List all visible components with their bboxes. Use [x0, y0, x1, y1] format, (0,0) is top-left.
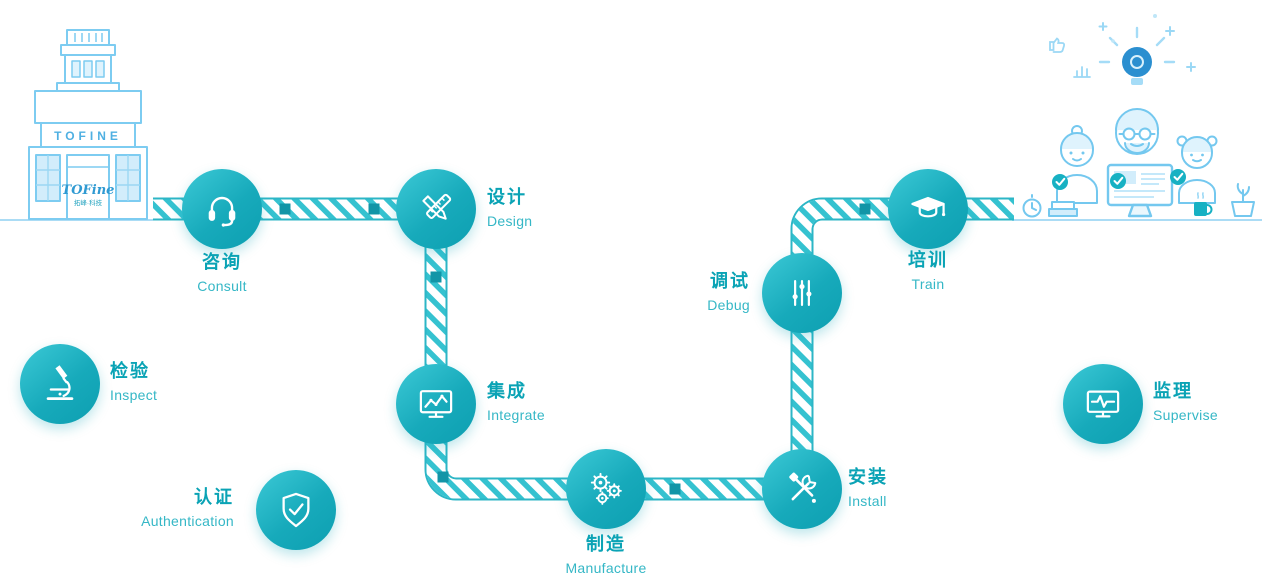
step-supervise-zh: 监理 — [1153, 381, 1193, 401]
graduation-cap-icon — [911, 196, 946, 218]
step-integrate-zh: 集成 — [487, 381, 527, 401]
step-integrate-en: Integrate — [487, 407, 545, 423]
step-train-labels: 培训 Train — [858, 251, 998, 291]
shield-check-icon — [282, 492, 310, 528]
microscope-icon — [46, 365, 74, 401]
step-manufacture-zh: 制造 — [586, 534, 626, 554]
step-design-zh: 设计 — [487, 187, 527, 207]
step-authentication-zh: 认证 — [194, 487, 234, 507]
step-manufacture-en: Manufacture — [565, 560, 647, 576]
step-supervise-labels: 监理 Supervise — [1153, 382, 1218, 422]
step-supervise-circle — [1063, 364, 1143, 444]
step-train-circle — [888, 169, 968, 249]
sliders-icon — [792, 279, 812, 307]
step-design-labels: 设计 Design — [487, 188, 532, 228]
step-inspect-zh: 检验 — [110, 361, 150, 381]
desk-monitor-illustration — [1106, 163, 1174, 218]
step-consult-en: Consult — [197, 278, 247, 294]
step-design-en: Design — [487, 213, 533, 229]
check-badges — [1052, 169, 1186, 190]
gears-icon — [590, 472, 622, 505]
company-building-illustration: TOFINE TOFine 拓峰·科技 — [28, 29, 148, 220]
step-consult-labels: 咨询 Consult — [152, 253, 292, 293]
building-sign-text: TOFINE — [54, 129, 122, 143]
step-consult-circle — [182, 169, 262, 249]
step-integrate-circle — [396, 364, 476, 444]
step-install-circle — [762, 449, 842, 529]
idea-bulb-icon — [1098, 26, 1176, 85]
sparkle-icons — [1049, 14, 1196, 78]
pencil-ruler-icon — [422, 193, 452, 220]
step-train-zh: 培训 — [908, 250, 948, 270]
building-door-logo: TOFine — [62, 183, 115, 198]
step-integrate-labels: 集成 Integrate — [487, 382, 545, 422]
monitor-chart-icon — [419, 390, 453, 418]
step-manufacture-circle — [566, 449, 646, 529]
step-install-zh: 安装 — [848, 467, 888, 487]
step-debug-circle — [762, 253, 842, 333]
step-authentication-en: Authentication — [141, 513, 234, 529]
step-design-circle — [396, 169, 476, 249]
building-door-logo-sub: 拓峰·科技 — [74, 198, 103, 207]
tools-icon — [789, 472, 817, 503]
step-consult-zh: 咨询 — [202, 252, 242, 272]
step-inspect-labels: 检验 Inspect — [110, 362, 157, 402]
step-authentication-circle — [256, 470, 336, 550]
step-install-en: Install — [848, 493, 887, 509]
step-supervise-en: Supervise — [1153, 407, 1218, 423]
headset-icon — [208, 196, 236, 227]
step-manufacture-labels: 制造 Manufacture — [536, 535, 676, 575]
road-milestone-squares — [279, 203, 871, 495]
step-debug-zh: 调试 — [710, 271, 750, 291]
step-inspect-en: Inspect — [110, 387, 158, 403]
step-debug-labels: 调试 Debug — [600, 272, 750, 312]
desk-items-illustration — [1022, 183, 1255, 218]
monitor-pulse-icon — [1086, 390, 1120, 418]
step-inspect-circle — [20, 344, 100, 424]
step-debug-en: Debug — [707, 297, 750, 313]
step-install-labels: 安装 Install — [848, 468, 888, 508]
step-authentication-labels: 认证 Authentication — [34, 488, 234, 528]
step-train-en: Train — [911, 276, 945, 292]
training-scene-illustration — [1022, 14, 1255, 218]
